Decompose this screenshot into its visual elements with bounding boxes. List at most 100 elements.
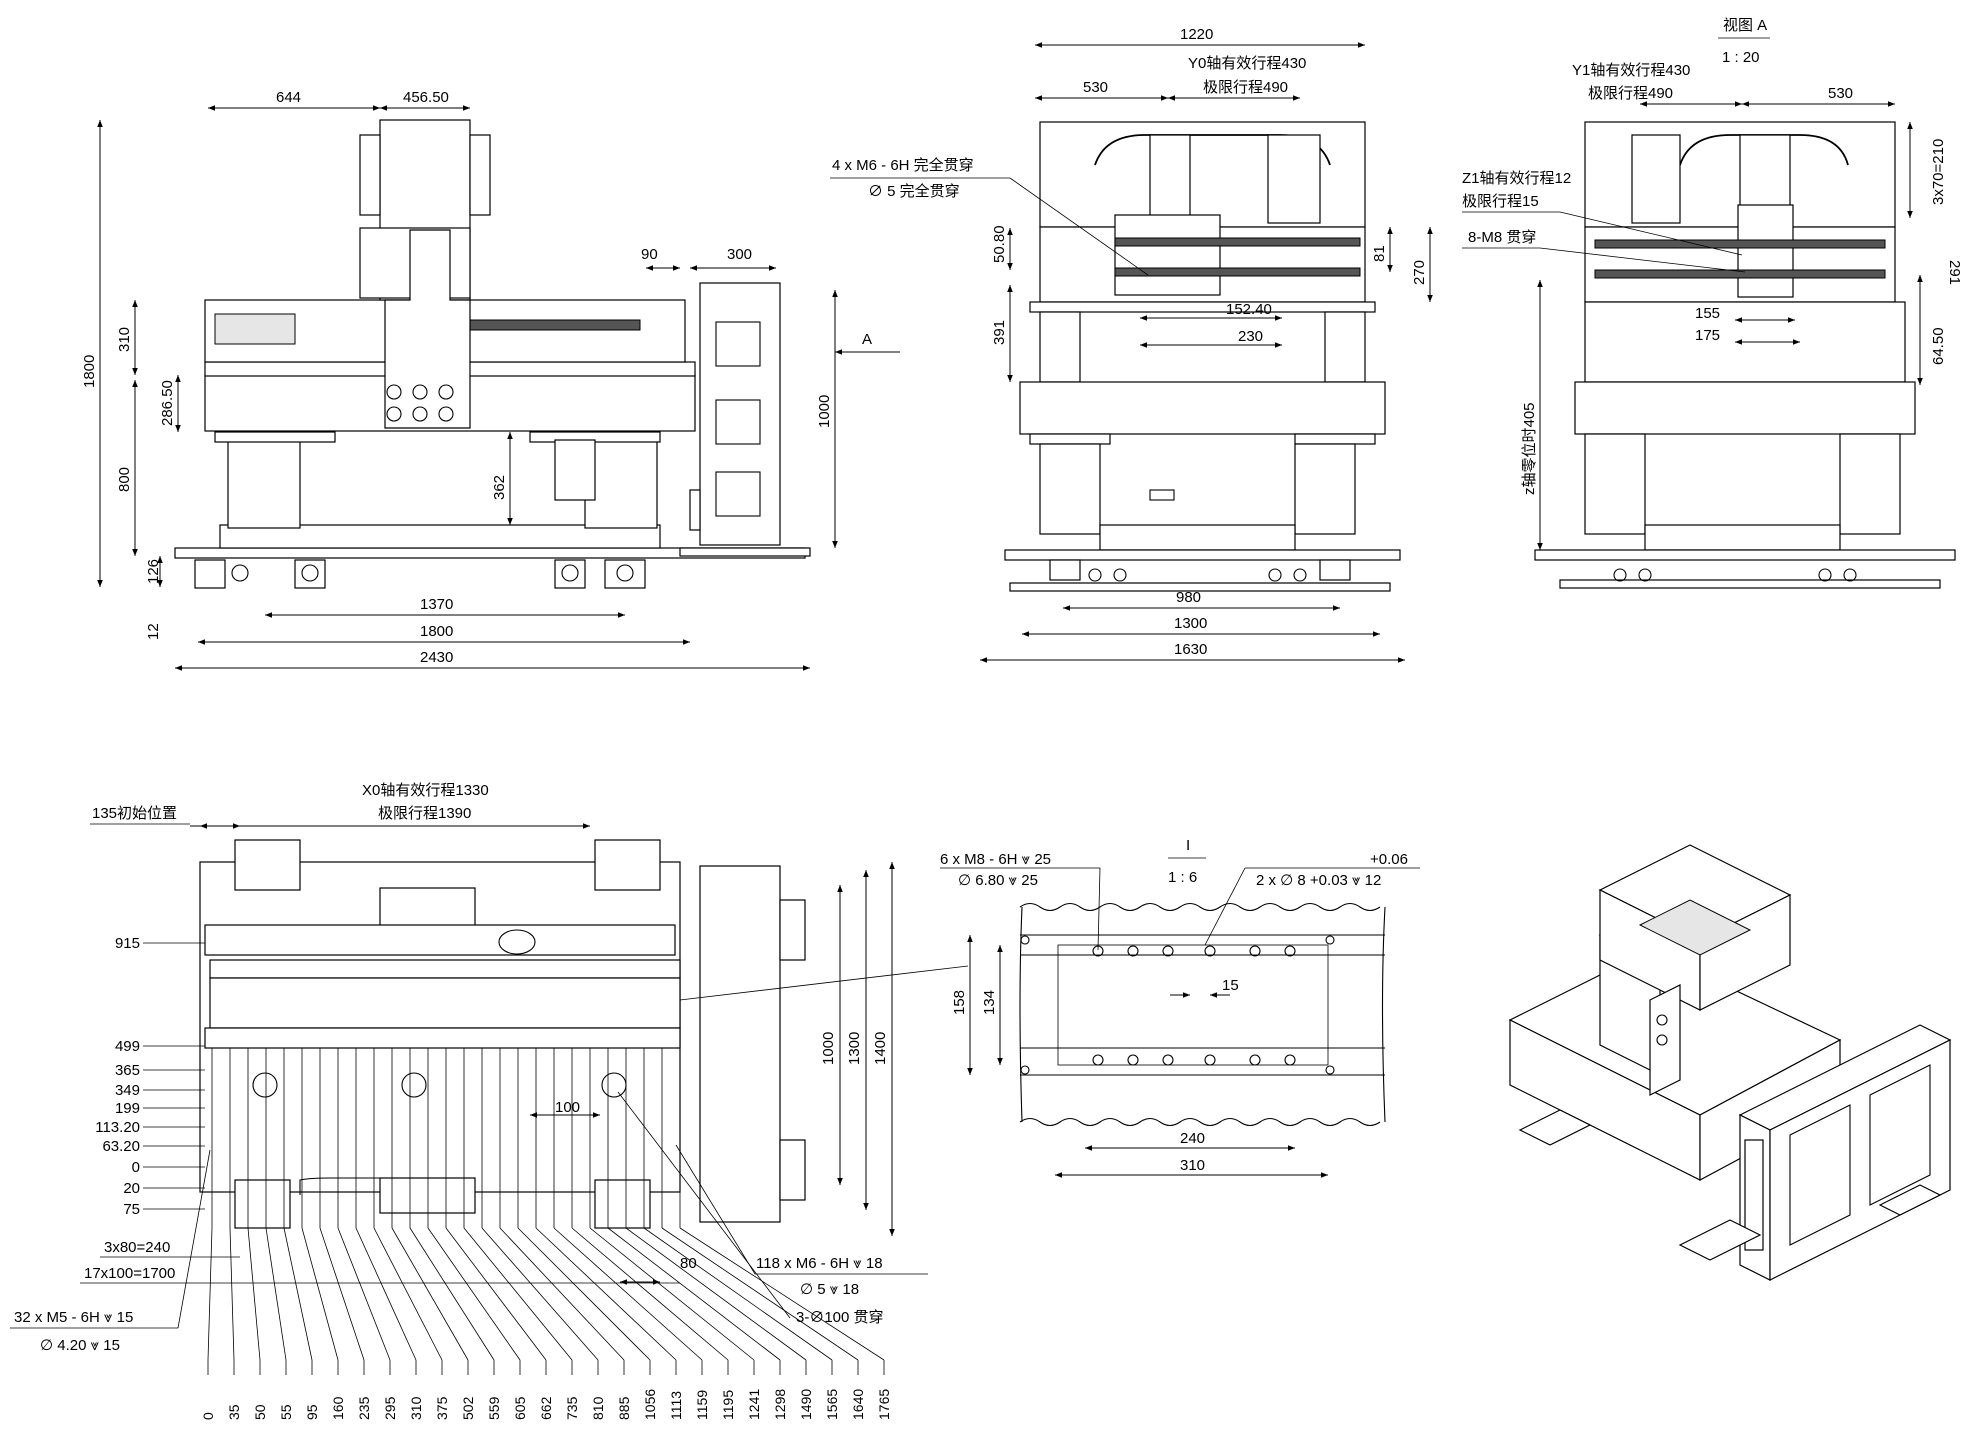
view-a-dimensions: 视图 A 1 : 20 Y1轴有效行程430 极限行程490 530 3x70=… [1462, 17, 1963, 550]
dim-158: 158 [951, 990, 968, 1015]
tick-label-3: 55 [278, 1404, 294, 1420]
dim-456-50: 456.50 [403, 89, 449, 106]
detail-edge-hole-bottom-0 [1020, 1065, 1030, 1075]
detail-hole-bottom-5 [1284, 1054, 1296, 1066]
label-y1-limit: 极限行程490 [1588, 85, 1673, 102]
dim-230: 230 [1238, 328, 1263, 345]
tick-label-8: 310 [408, 1396, 424, 1420]
pitch-3x70: 3x70=210 [1930, 139, 1947, 205]
label-z1-limit: 极限行程15 [1462, 193, 1539, 210]
tick-label-23: 1490 [798, 1389, 814, 1420]
label-x0-start: 135初始位置 [92, 805, 177, 822]
tick-label-2: 50 [252, 1404, 268, 1420]
label-hole-m6-b: ∅ 5 完全贯穿 [868, 182, 960, 200]
ordinate-label-6: 63.20 [102, 1138, 140, 1155]
dim-530-view-a: 530 [1828, 85, 1853, 102]
label-hole-100: 3-∅100 贯穿 [796, 1309, 884, 1326]
tick-label-4: 95 [304, 1404, 320, 1420]
tick-label-10: 502 [460, 1396, 476, 1420]
tick-label-17: 1056 [642, 1389, 658, 1420]
dim-64-50: 64.50 [1930, 327, 1947, 365]
tick-leader-23 [625, 1227, 807, 1361]
tick-label-0: 0 [200, 1412, 216, 1420]
tick-leader-1 [229, 1227, 235, 1361]
section-arrow-a: A [862, 331, 872, 348]
label-y1-stroke: Y1轴有效行程430 [1572, 62, 1690, 79]
label-hole-118-b: ∅ 5 ⩔ 18 [800, 1281, 859, 1298]
dim-291: 291 [1946, 260, 1963, 285]
dim-15: 15 [1222, 977, 1239, 994]
dim-800: 800 [116, 467, 133, 492]
top-view-dimensions: X0轴有效行程1330 极限行程1390 135初始位置 91549936534… [10, 782, 928, 1420]
dim-1000-top: 1000 [820, 1032, 837, 1065]
tick-leader-20 [571, 1227, 729, 1361]
dim-126: 126 [145, 559, 162, 584]
tick-leader-6 [319, 1227, 365, 1361]
ordinate-label-7: 0 [132, 1159, 140, 1176]
dim-152-40: 152.40 [1226, 301, 1272, 318]
dim-1800-vertical: 1800 [81, 355, 98, 388]
side-view [1004, 121, 1401, 592]
top-view-grid-lines [211, 1048, 681, 1228]
detail-hole-bottom-3 [1204, 1054, 1216, 1066]
dim-286-50: 286.50 [159, 380, 176, 426]
tick-leader-26 [679, 1227, 885, 1361]
tick-label-9: 375 [434, 1396, 450, 1420]
dim-310-detail: 310 [1180, 1157, 1205, 1174]
pitch-3x80: 3x80=240 [104, 1239, 170, 1256]
dim-134: 134 [981, 990, 998, 1015]
dim-1300-top: 1300 [846, 1032, 863, 1065]
dim-270: 270 [1411, 260, 1428, 285]
label-x0-stroke: X0轴有效行程1330 [362, 782, 489, 799]
tick-label-12: 605 [512, 1396, 528, 1420]
dim-1800-base: 1800 [420, 623, 453, 640]
dim-81: 81 [1371, 245, 1388, 262]
tick-label-16: 885 [616, 1396, 632, 1420]
tick-label-5: 160 [330, 1396, 346, 1420]
tick-leader-19 [553, 1227, 703, 1361]
tick-leader-5 [301, 1227, 339, 1361]
label-z1-stroke: Z1轴有效行程12 [1462, 170, 1571, 187]
tick-leader-16 [499, 1227, 625, 1361]
tick-label-22: 1298 [772, 1389, 788, 1420]
tick-label-24: 1565 [824, 1389, 840, 1420]
tick-label-25: 1640 [850, 1389, 866, 1420]
dim-1400-top: 1400 [872, 1032, 889, 1065]
detail-hole-bottom-0 [1092, 1054, 1104, 1066]
label-hole-118-a: 118 x M6 - 6H ⩔ 18 [756, 1255, 883, 1272]
dim-50-80: 50.80 [991, 225, 1008, 263]
tick-label-11: 559 [486, 1396, 502, 1420]
tick-leader-18 [535, 1227, 677, 1361]
tick-leader-4 [283, 1227, 313, 1361]
tick-leader-24 [643, 1227, 833, 1361]
tick-label-20: 1195 [720, 1390, 736, 1420]
label-hole-m6-a: 4 x M6 - 6H 完全贯穿 [832, 156, 974, 174]
isometric-view [1508, 844, 1952, 1281]
tick-label-13: 662 [538, 1396, 554, 1420]
label-y0-limit: 极限行程490 [1203, 79, 1288, 96]
tick-label-15: 810 [590, 1396, 606, 1420]
tick-leader-10 [391, 1227, 469, 1361]
tick-leader-22 [607, 1227, 781, 1361]
tick-leader-25 [661, 1227, 859, 1361]
detail-hole-top-1 [1127, 945, 1139, 957]
tick-leader-7 [337, 1227, 391, 1361]
dim-530-side: 530 [1083, 79, 1108, 96]
tick-label-6: 235 [356, 1396, 372, 1420]
tick-leader-21 [589, 1227, 755, 1361]
dim-12: 12 [145, 623, 162, 640]
dim-175: 175 [1695, 327, 1720, 344]
detail-i-scale: 1 : 6 [1168, 869, 1197, 886]
detail-edge-hole-bottom-1 [1325, 1065, 1335, 1075]
detail-hole-top-3 [1204, 945, 1216, 957]
pitch-17x100: 17x100=1700 [84, 1265, 175, 1282]
detail-hole-bottom-4 [1249, 1054, 1261, 1066]
view-a-title: 视图 A [1723, 17, 1767, 34]
detail-hole-top-2 [1162, 945, 1174, 957]
dim-100: 100 [555, 1099, 580, 1116]
detail-hole-top-5 [1284, 945, 1296, 957]
pin-tol-up: +0.06 [1370, 851, 1408, 868]
dim-1220: 1220 [1180, 26, 1213, 43]
